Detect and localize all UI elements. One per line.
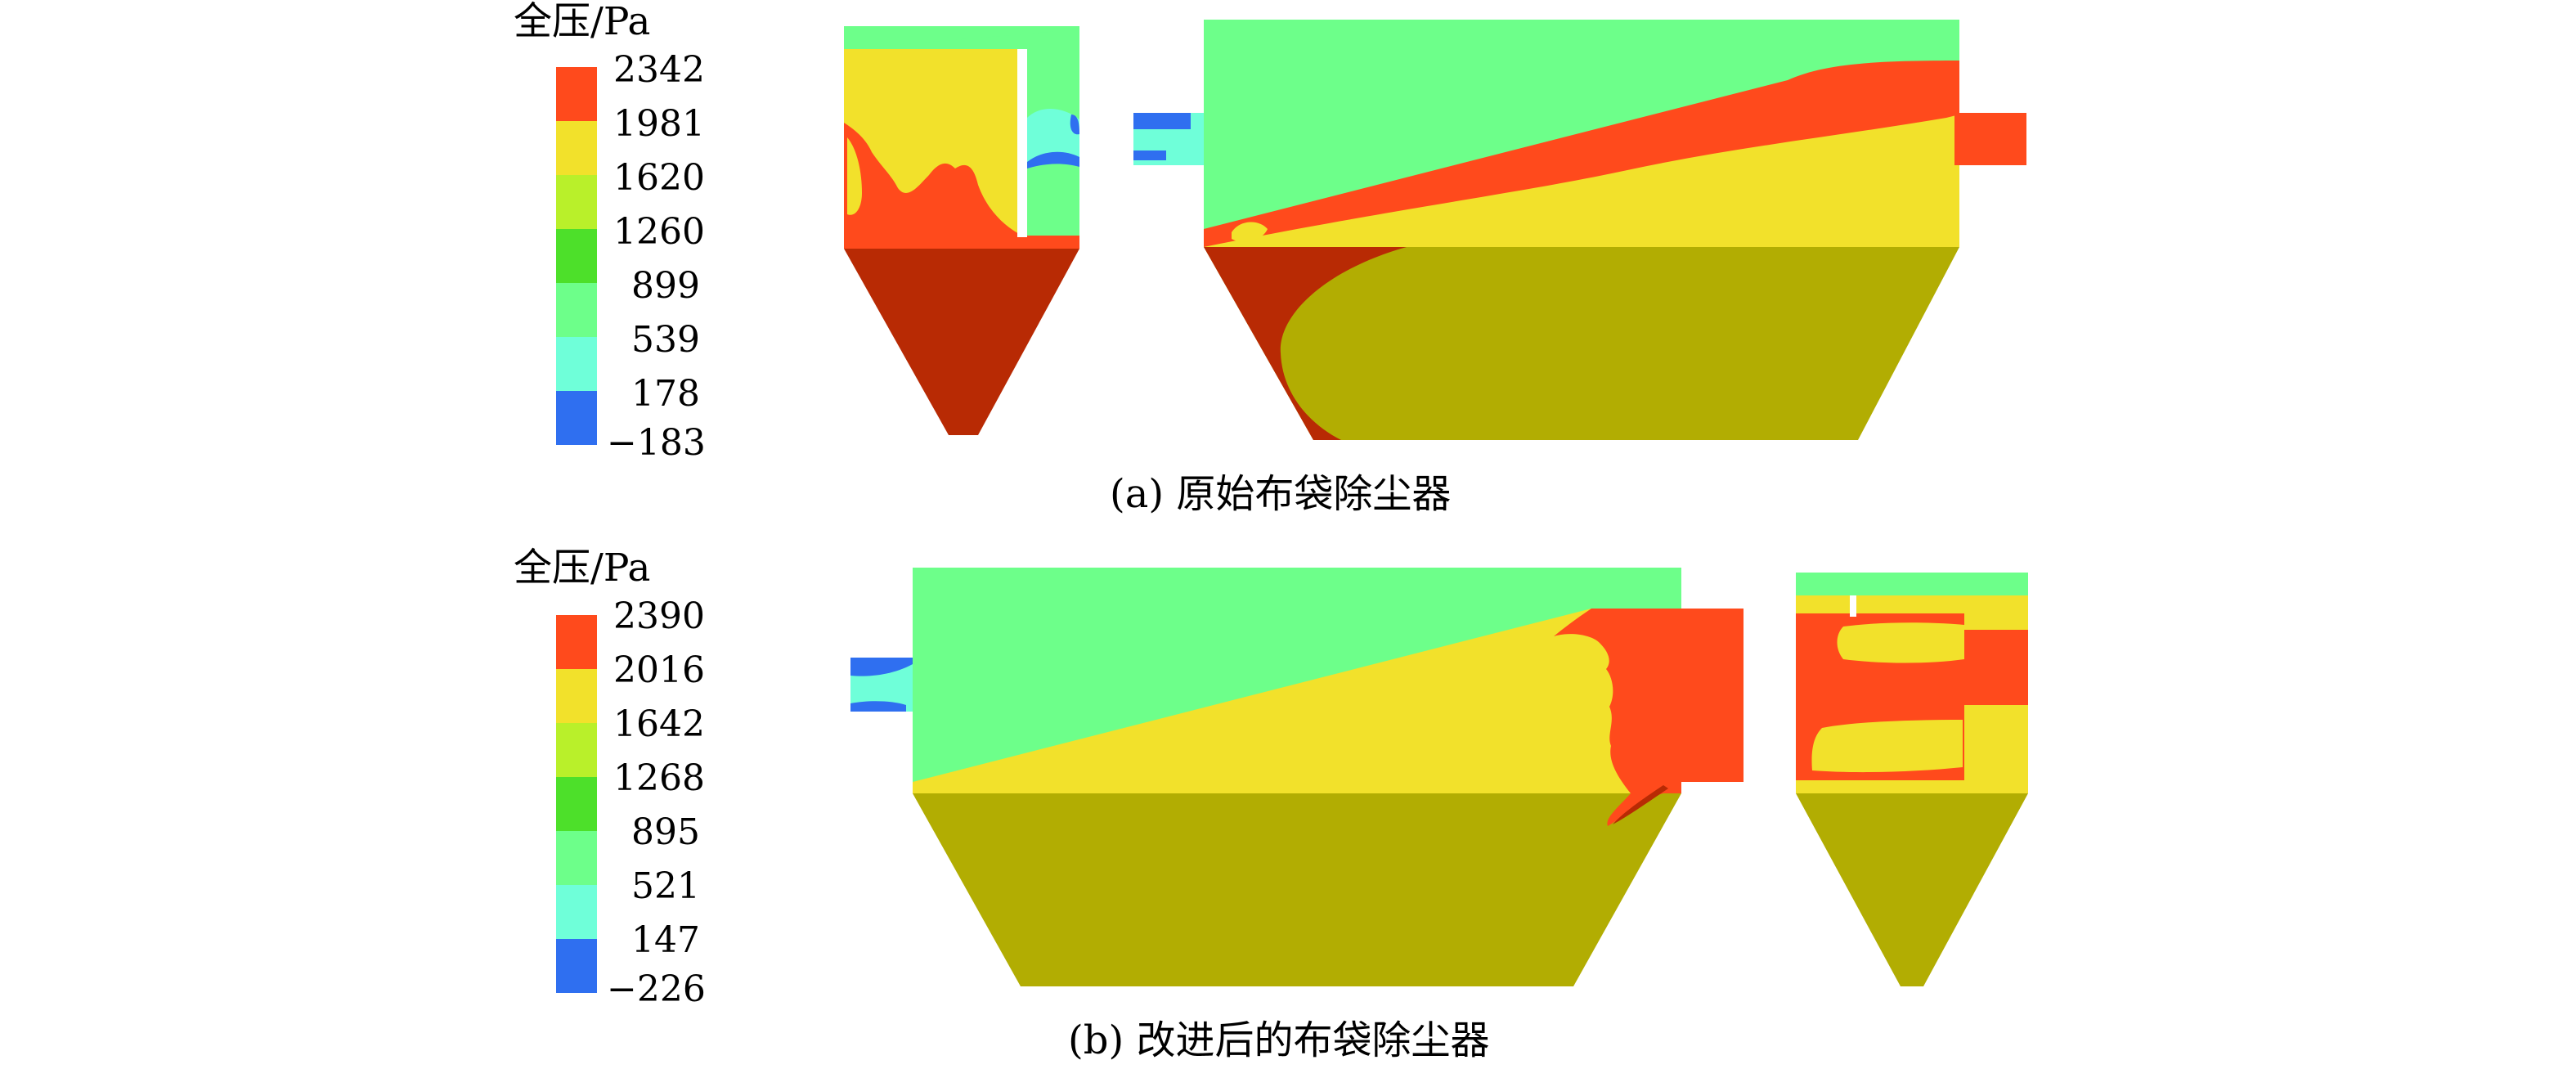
filter-a-large-outlet-duct-inner <box>1954 113 1963 165</box>
filter-b-large-hopper <box>913 793 1681 986</box>
filter-b-inlet-duct-blue-bottom <box>850 701 906 712</box>
legend-b-tick-2: 2016 <box>613 649 705 691</box>
filter-a-small-blue-spot <box>1070 115 1079 135</box>
filter-a-inlet-duct <box>1133 113 1204 165</box>
legend-b-swatch-7 <box>556 939 597 993</box>
legend-a-tick-2: 1981 <box>613 103 705 145</box>
legend-b-tick-7: 147 <box>631 919 700 961</box>
filter-b-small-partition <box>1850 595 1856 617</box>
filter-a-large-outlet-duct <box>1959 113 2026 165</box>
legend-b-tick-3: 1642 <box>613 703 705 745</box>
filter-a-small-unit <box>844 26 1079 435</box>
filter-a-inlet-duct-blue <box>1133 113 1191 129</box>
legend-a-tick-4: 1260 <box>613 211 705 253</box>
legend-b-tick-4: 1268 <box>613 757 705 799</box>
legend-a-swatch-6 <box>556 337 597 391</box>
legend-a-tick-7: 178 <box>631 373 700 415</box>
legend-b-tick-8: −226 <box>607 968 706 1010</box>
filter-a-small-yellow-pocket <box>847 137 862 215</box>
legend-a-tick-5: 899 <box>631 265 700 307</box>
filter-a-large-unit <box>1204 20 2026 440</box>
caption-a: (a) 原始布袋除尘器 <box>1110 471 1451 517</box>
legend-b-tick-6: 521 <box>631 865 700 907</box>
filter-a-large-hopper-red <box>1204 247 1407 440</box>
filter-b-small-hopper <box>1796 793 2028 986</box>
legend-a: 全压/Pa 2342 1981 1620 1260 899 539 178 −1… <box>514 0 706 464</box>
legend-a-swatch-1 <box>556 67 597 121</box>
legend-b-title: 全压/Pa <box>514 546 650 591</box>
legend-b-swatch-3 <box>556 723 597 777</box>
filter-b-small-yellow-pocket-top <box>1837 622 1964 663</box>
filter-b-large-red-zone <box>1554 609 1744 826</box>
filter-a-small-red-plume <box>844 123 1079 249</box>
filter-a-small-hopper <box>844 249 1079 435</box>
legend-a-title: 全压/Pa <box>514 0 650 44</box>
filter-b-inlet-duct-blue-top <box>850 658 913 676</box>
filter-b-small-unit <box>1796 573 2028 986</box>
legend-a-swatch-3 <box>556 175 597 229</box>
legend-b-tick-1: 2390 <box>613 595 705 637</box>
filter-a-large-hopper <box>1204 247 1959 440</box>
filter-a-small-inlet-blue <box>1027 151 1079 168</box>
legend-a-swatch-7 <box>556 391 597 445</box>
filter-b-large-unit <box>913 568 1744 986</box>
filter-b-inlet-duct <box>850 658 913 712</box>
legend-a-tick-1: 2342 <box>613 49 705 91</box>
legend-b-swatch-5 <box>556 831 597 885</box>
filter-a-small-inlet-cyan <box>1027 108 1079 164</box>
filter-b-large-yellow-wedge <box>913 609 1681 793</box>
legend-b-swatch-4 <box>556 777 597 831</box>
filter-a-large-red-band <box>1204 61 1959 247</box>
caption-b: (b) 改进后的布袋除尘器 <box>1068 1017 1489 1063</box>
panel-a: 全压/Pa 2342 1981 1620 1260 899 539 178 −1… <box>514 0 2026 517</box>
panel-b: 全压/Pa 2390 2016 1642 1268 895 521 147 −2… <box>514 546 2028 1063</box>
filter-a-inlet-duct-blue-bottom <box>1133 150 1166 160</box>
legend-a-tick-3: 1620 <box>613 157 705 199</box>
legend-a-swatch-5 <box>556 283 597 337</box>
legend-a-tick-6: 539 <box>631 319 700 361</box>
filter-a-small-partition <box>1017 49 1027 237</box>
legend-b: 全压/Pa 2390 2016 1642 1268 895 521 147 −2… <box>514 546 706 1010</box>
filter-b-large-red-streak <box>1613 785 1668 824</box>
legend-a-tick-8: −183 <box>607 422 706 464</box>
legend-a-swatch-2 <box>556 121 597 175</box>
legend-b-swatch-6 <box>556 885 597 939</box>
filter-a-large-yellow-spot <box>1232 222 1268 242</box>
legend-b-swatch-1 <box>556 615 597 669</box>
legend-b-swatch-2 <box>556 669 597 723</box>
filter-a-small-top-cap <box>844 26 1079 49</box>
legend-a-swatch-4 <box>556 229 597 283</box>
legend-b-tick-5: 895 <box>631 811 700 853</box>
